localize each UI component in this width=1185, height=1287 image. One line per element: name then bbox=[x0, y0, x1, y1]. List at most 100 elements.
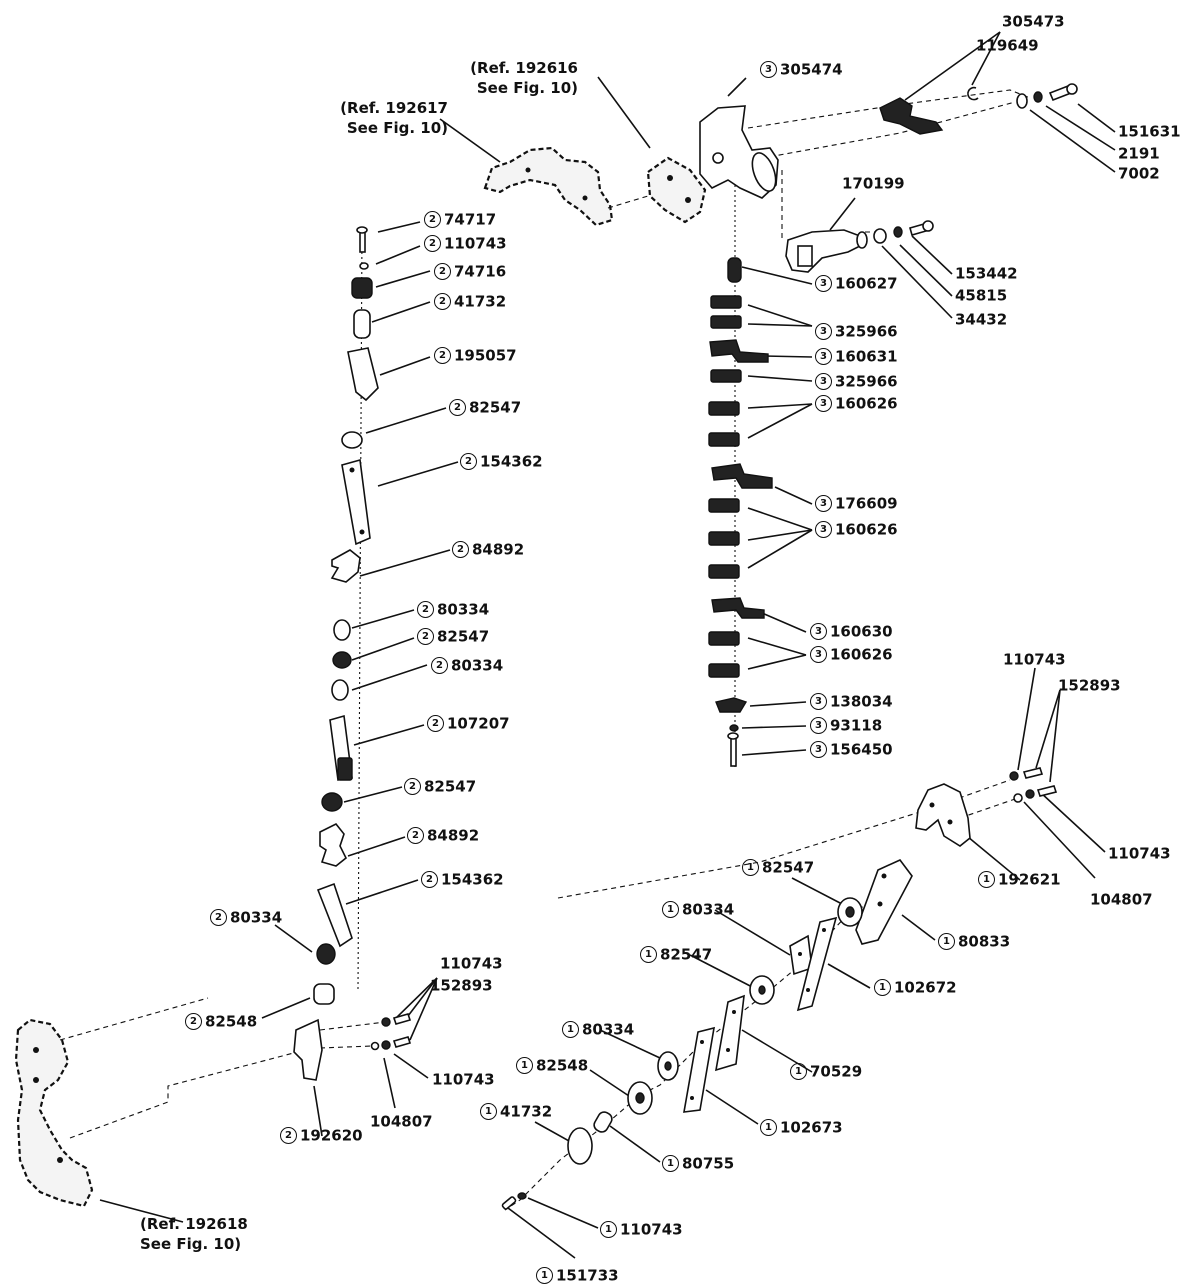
group-number-badge: 3 bbox=[815, 275, 832, 292]
group-number-badge: 3 bbox=[810, 646, 827, 663]
part-number: 110743 bbox=[432, 1070, 495, 1089]
group-number-badge: 3 bbox=[815, 395, 832, 412]
part-number: 41732 bbox=[500, 1102, 553, 1121]
part-number: 153442 bbox=[955, 264, 1018, 283]
part-number: 195057 bbox=[454, 346, 517, 365]
part-number: 34432 bbox=[955, 310, 1008, 329]
part-callout: 152893 bbox=[1058, 676, 1121, 695]
part-callout: 34432 bbox=[955, 310, 1007, 329]
group-number-badge: 2 bbox=[424, 235, 441, 252]
part-number: 80334 bbox=[437, 600, 490, 619]
part-number: 104807 bbox=[1090, 890, 1153, 909]
part-callout: 104807 bbox=[1090, 890, 1153, 909]
part-number: 305474 bbox=[780, 60, 843, 79]
part-number: 138034 bbox=[830, 692, 893, 711]
part-number: 152893 bbox=[1058, 676, 1121, 695]
clip-119649 bbox=[967, 86, 979, 101]
group-number-badge: 2 bbox=[407, 827, 424, 844]
hardware-151631-2191-7002 bbox=[1016, 83, 1078, 109]
part-number: 70529 bbox=[810, 1062, 863, 1081]
group-number-badge: 2 bbox=[404, 778, 421, 795]
part-number: 93118 bbox=[830, 716, 883, 735]
part-number: 82547 bbox=[660, 945, 713, 964]
spring-160627 bbox=[727, 257, 742, 283]
bracket-305474 bbox=[699, 105, 779, 199]
part-number: 152893 bbox=[430, 976, 493, 995]
part-number: 160626 bbox=[835, 394, 898, 413]
group-number-badge: 2 bbox=[417, 601, 434, 618]
part-callout: 152893 bbox=[430, 976, 493, 995]
group-number-badge: 1 bbox=[790, 1063, 807, 1080]
part-number: 192620 bbox=[300, 1126, 363, 1145]
part-number: 80334 bbox=[230, 908, 283, 927]
group-number-badge: 3 bbox=[760, 61, 777, 78]
part-number: 154362 bbox=[441, 870, 504, 889]
leader-lines bbox=[99, 31, 1116, 1259]
part-callout: 170199 bbox=[842, 174, 905, 193]
part-number: 45815 bbox=[955, 286, 1008, 305]
group-number-badge: 1 bbox=[480, 1103, 497, 1120]
ref-192617-ghost-frame bbox=[483, 146, 614, 227]
center-stack-parts bbox=[708, 295, 773, 767]
group-number-badge: 2 bbox=[417, 628, 434, 645]
group-number-badge: 2 bbox=[449, 399, 466, 416]
group-number-badge: 2 bbox=[427, 715, 444, 732]
part-number: 160627 bbox=[835, 274, 898, 293]
part-callout: 2191 bbox=[1118, 144, 1160, 163]
part-number: 82548 bbox=[205, 1012, 258, 1031]
group-number-badge: 3 bbox=[815, 323, 832, 340]
group-number-badge: 1 bbox=[662, 901, 679, 918]
part-number: 110743 bbox=[440, 954, 503, 973]
group-number-badge: 3 bbox=[810, 693, 827, 710]
group-number-badge: 3 bbox=[815, 348, 832, 365]
part-number: 82547 bbox=[469, 398, 522, 417]
part-number: 160626 bbox=[830, 645, 893, 664]
group-number-badge: 3 bbox=[810, 623, 827, 640]
group-number-badge: 1 bbox=[978, 871, 995, 888]
part-number: 102672 bbox=[894, 978, 957, 997]
ref-line-2: See Fig. 10) bbox=[140, 1235, 242, 1253]
part-number: 80755 bbox=[682, 1154, 735, 1173]
part-number: 110743 bbox=[1108, 844, 1171, 863]
ref-label-192617: (Ref. 192617 See Fig. 10) bbox=[318, 98, 448, 138]
part-number: 119649 bbox=[976, 36, 1039, 55]
group-number-badge: 2 bbox=[452, 541, 469, 558]
group-number-badge: 1 bbox=[874, 979, 891, 996]
lower-linkage-parts bbox=[501, 859, 913, 1210]
group-number-badge: 1 bbox=[536, 1267, 553, 1284]
part-number: 80833 bbox=[958, 932, 1011, 951]
part-number: 160631 bbox=[835, 347, 898, 366]
group-number-badge: 3 bbox=[815, 521, 832, 538]
bracket-192621 bbox=[915, 783, 971, 847]
part-callout: 305473 bbox=[1002, 12, 1065, 31]
ref-line-2: See Fig. 10) bbox=[346, 119, 448, 137]
group-number-badge: 2 bbox=[434, 263, 451, 280]
group-number-badge: 1 bbox=[662, 1155, 679, 1172]
part-number: 160626 bbox=[835, 520, 898, 539]
group-number-badge: 3 bbox=[815, 495, 832, 512]
part-number: 80334 bbox=[682, 900, 735, 919]
part-number: 110743 bbox=[620, 1220, 683, 1239]
